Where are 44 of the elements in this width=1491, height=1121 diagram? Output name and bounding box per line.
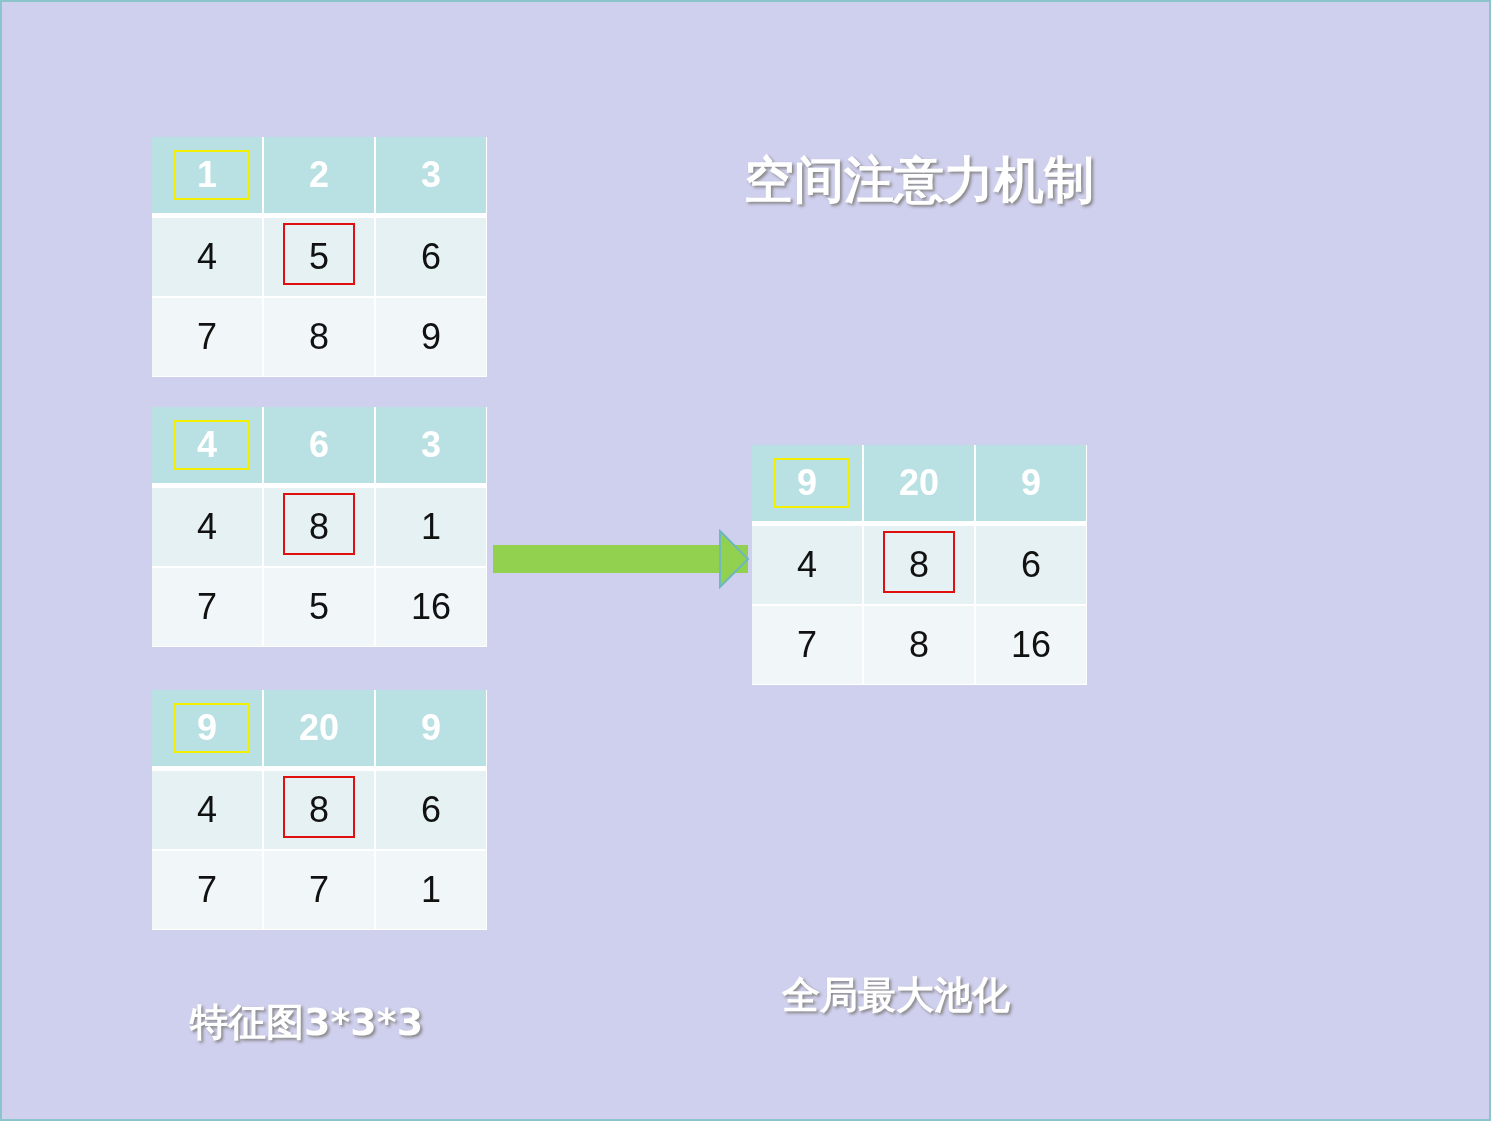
table-cell: 6 xyxy=(376,218,486,296)
data-table xyxy=(152,690,487,930)
table-cell: 16 xyxy=(976,606,1086,684)
table-cell: 4 xyxy=(152,218,262,296)
table-cell: 4 xyxy=(152,488,262,566)
table-cell: 7 xyxy=(152,298,262,376)
table-cell: 1 xyxy=(376,488,486,566)
table-cell: 8 xyxy=(264,771,374,849)
data-table xyxy=(152,137,487,377)
table-cell: 8 xyxy=(264,298,374,376)
data-table xyxy=(152,407,487,647)
caption-text: 全局最大池化 xyxy=(782,972,1010,1019)
table-cell: 8 xyxy=(264,488,374,566)
table-cell: 4 xyxy=(152,771,262,849)
table-cell: 8 xyxy=(864,606,974,684)
table-cell: 4 xyxy=(752,526,862,604)
table-cell: 3 xyxy=(376,407,486,483)
table-cell: 9 xyxy=(976,445,1086,521)
table-cell: 7 xyxy=(152,568,262,646)
table-cell: 9 xyxy=(152,690,262,766)
table-cell: 8 xyxy=(864,526,974,604)
data-table xyxy=(752,445,1087,685)
table-cell: 6 xyxy=(976,526,1086,604)
table-cell: 4 xyxy=(152,407,262,483)
table-cell: 9 xyxy=(752,445,862,521)
arrow xyxy=(493,530,749,588)
table-cell: 6 xyxy=(264,407,374,483)
table-cell: 16 xyxy=(376,568,486,646)
table-cell: 6 xyxy=(376,771,486,849)
table-cell: 7 xyxy=(752,606,862,684)
caption-text: 特征图3*3*3 xyxy=(190,999,424,1046)
table-cell: 5 xyxy=(264,568,374,646)
table-cell: 20 xyxy=(264,690,374,766)
table-cell: 1 xyxy=(376,851,486,929)
table-cell: 2 xyxy=(264,137,374,213)
table-cell: 9 xyxy=(376,690,486,766)
table-cell: 9 xyxy=(376,298,486,376)
table-cell: 3 xyxy=(376,137,486,213)
title-text: 空间注意力机制 xyxy=(744,150,1094,211)
table-cell: 7 xyxy=(152,851,262,929)
table-cell: 20 xyxy=(864,445,974,521)
table-cell: 1 xyxy=(152,137,262,213)
table-cell: 5 xyxy=(264,218,374,296)
table-cell: 7 xyxy=(264,851,374,929)
